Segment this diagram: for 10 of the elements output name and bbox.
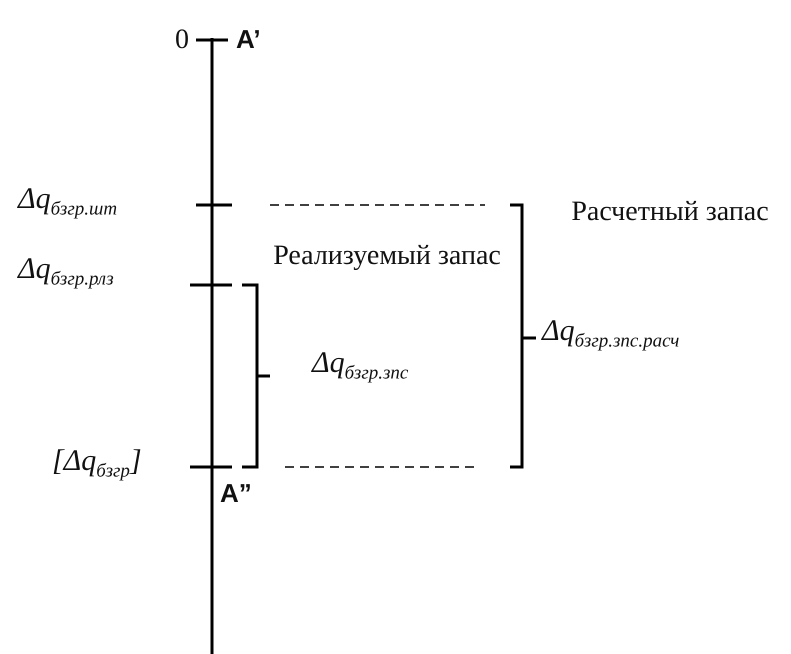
point-label: A’ — [236, 24, 261, 55]
formula-label: Δq$_{бзгр.шт}$ — [18, 182, 118, 221]
formula-label: Δq$_{бзгр.зпс}$ — [312, 346, 408, 385]
formula-label: [Δq$_{бзгр}$] — [52, 444, 142, 483]
reserve-label: Расчетный запас — [570, 195, 770, 229]
reserve-label: Реализуемый запас — [272, 239, 502, 273]
tick-label: 0 — [174, 23, 190, 57]
formula-label: Δq$_{бзгр.зпс.расч}$ — [542, 314, 680, 353]
formula-label: Δq$_{бзгр.рлз}$ — [18, 252, 114, 291]
point-label: A” — [220, 478, 252, 509]
